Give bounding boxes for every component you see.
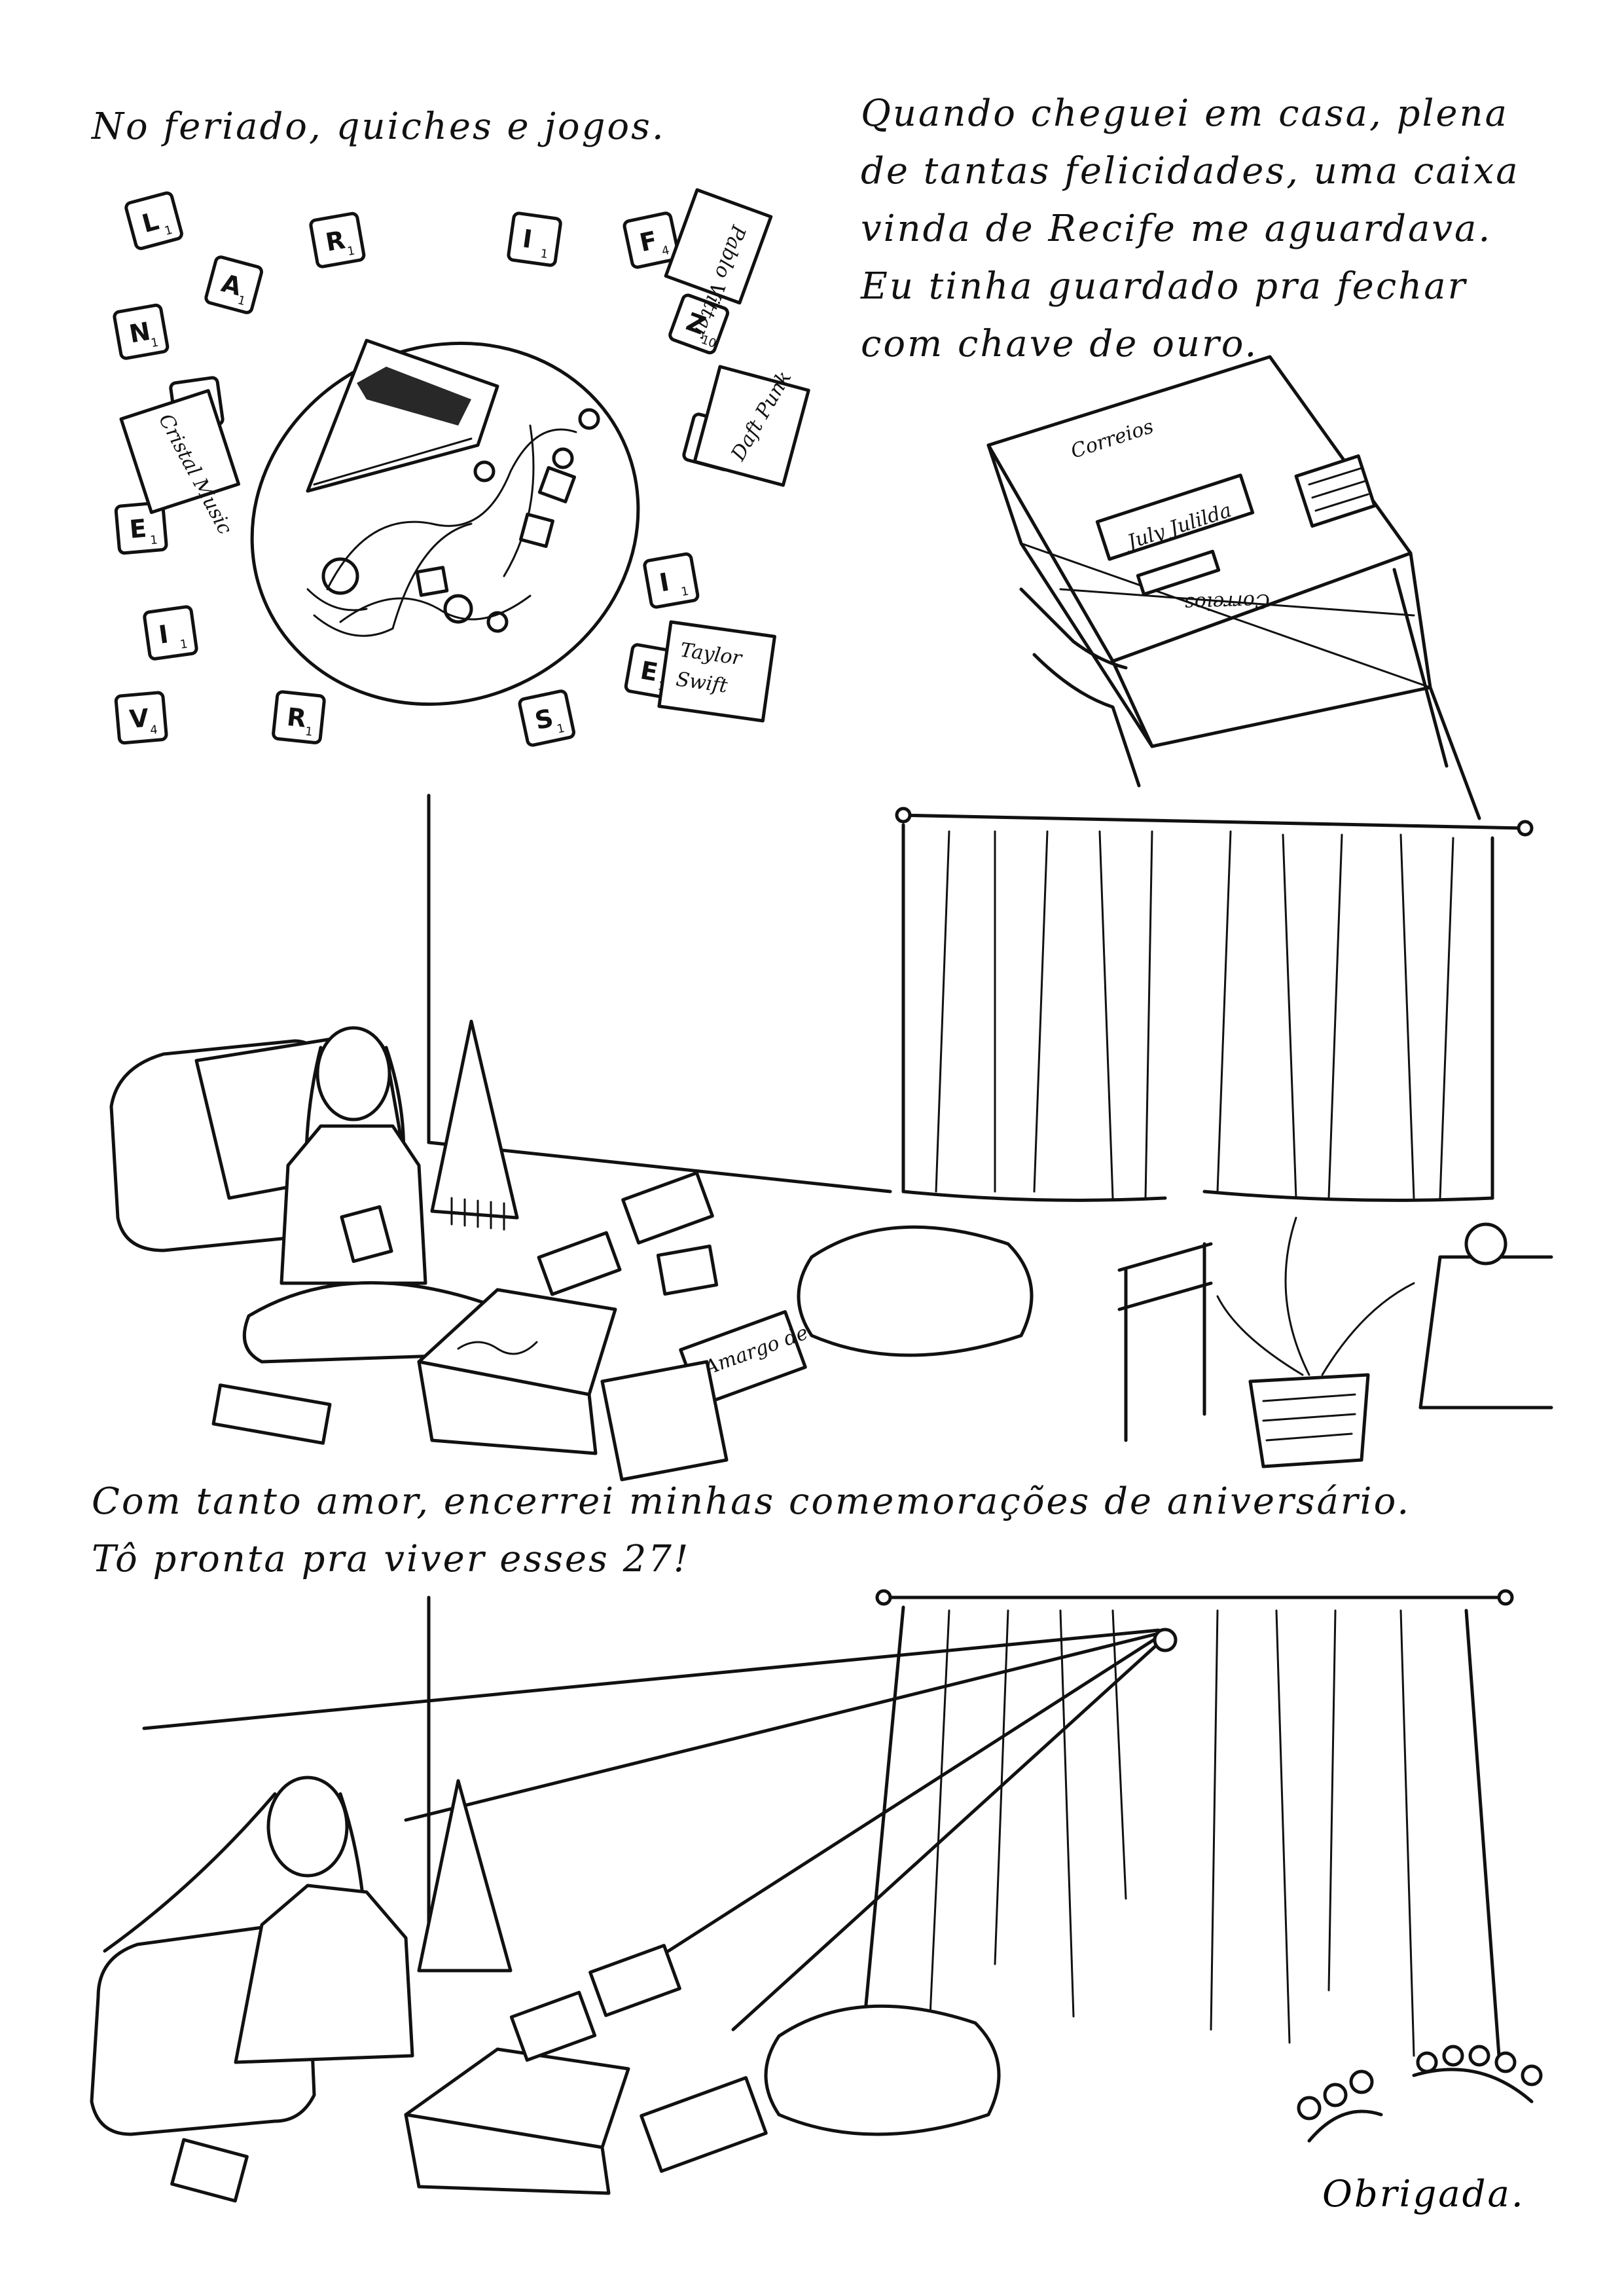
- caption-line: Quando cheguei em casa, plena: [861, 92, 1509, 135]
- tile-score: 4: [660, 244, 671, 259]
- caption-holiday: No feriado, quiches e jogos.: [92, 105, 666, 148]
- caption-package-arrival: Quando cheguei em casa, plena de tantas …: [861, 85, 1520, 373]
- note-taylor-swift: Taylor Swift: [657, 620, 776, 723]
- scrabble-tile: Z10: [668, 293, 729, 355]
- tile-score: 1: [346, 244, 356, 259]
- tile-letter: I: [521, 224, 534, 254]
- scrabble-tile: I1: [507, 211, 562, 267]
- caption-line: Com tanto amor, encerrei minhas comemora…: [92, 1480, 1411, 1523]
- room-scene-light: Obrigada.: [90, 1589, 1543, 2215]
- scrabble-tile: A1: [204, 255, 263, 314]
- tile-score: 4: [149, 723, 158, 737]
- room-scene: Amargo de Deus: [109, 793, 1553, 1482]
- caption-line: Tô pronta pra viver esses 27!: [92, 1538, 691, 1580]
- scrabble-tile: R1: [272, 690, 326, 744]
- sign-off-text: Obrigada.: [1322, 2173, 1525, 2215]
- tile-letter: I: [157, 619, 170, 649]
- scrabble-tile: N1: [113, 303, 170, 360]
- caption-line: vinda de Recife me aguardava.: [861, 208, 1492, 250]
- tile-letter: E: [128, 514, 148, 544]
- tile-score: 1: [680, 585, 690, 600]
- caption-line: de tantas felicidades, uma caixa: [861, 150, 1520, 192]
- caption-line: Eu tinha guardado pra fechar: [861, 265, 1468, 308]
- laurel-decoration: [1297, 2045, 1543, 2143]
- tile-score: 1: [149, 533, 158, 547]
- tile-letter: N: [127, 317, 153, 349]
- tile-letter: V: [128, 703, 151, 733]
- tile-score: 1: [150, 336, 160, 351]
- tile-score: 1: [556, 721, 566, 737]
- scrabble-tile: R1: [309, 211, 366, 268]
- note-daft-punk: Daft Punk: [693, 365, 810, 487]
- quiche-plate: [250, 338, 640, 706]
- package-brand-text: Correios: [1184, 589, 1271, 615]
- caption-birthday: Com tanto amor, encerrei minhas comemora…: [92, 1473, 1411, 1588]
- tile-score: 1: [179, 637, 189, 651]
- tile-score: 1: [163, 223, 173, 238]
- tile-score: 1: [236, 293, 247, 308]
- caption-line: com chave de ouro.: [861, 323, 1259, 365]
- correios-package: July Julilda Correios Correios: [986, 355, 1481, 820]
- tile-score: 1: [304, 725, 314, 739]
- tile-letter: R: [285, 702, 308, 733]
- tile-score: 1: [539, 247, 549, 261]
